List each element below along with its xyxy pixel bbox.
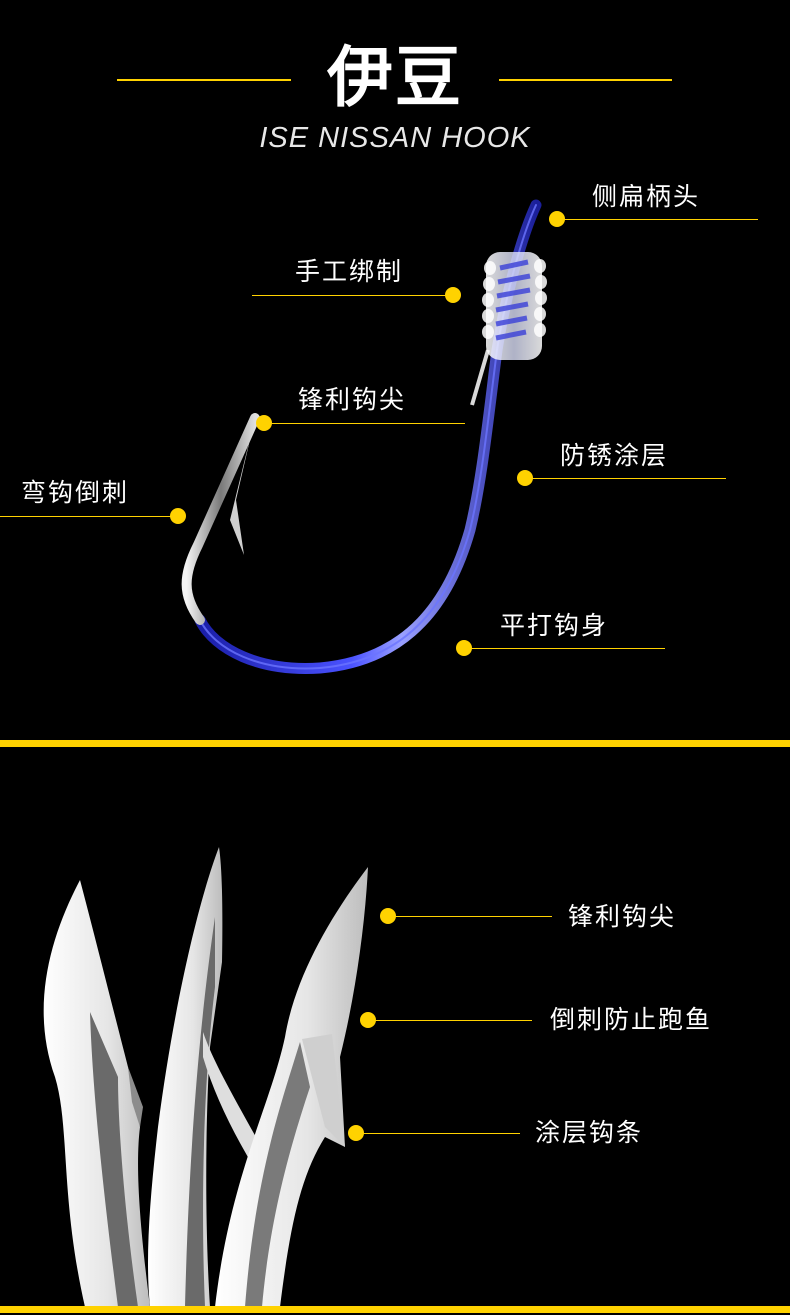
callout-line-flat-shank-head xyxy=(560,219,758,220)
callout-dot-anti-rust-coating xyxy=(517,470,533,486)
callout-dot-closeup-sharp-point xyxy=(380,908,396,924)
callout-label-sharp-point-top: 锋利钩尖 xyxy=(298,385,407,414)
callout-dot-forged-body xyxy=(456,640,472,656)
callout-label-barb-prevents-escape: 倒刺防止跑鱼 xyxy=(550,1005,713,1034)
section-divider xyxy=(0,740,790,747)
callout-dot-flat-shank-head xyxy=(549,211,565,227)
callout-line-closeup-sharp-point xyxy=(392,916,552,917)
callout-dot-coated-wire xyxy=(348,1125,364,1141)
callout-line-barb-prevents-escape xyxy=(372,1020,532,1021)
title-rule-left xyxy=(117,79,291,81)
blue-hook-illustration xyxy=(181,199,547,674)
page-subtitle: ISE NISSAN HOOK xyxy=(259,122,531,154)
callout-label-flat-shank-head: 侧扁柄头 xyxy=(592,182,701,211)
callout-label-closeup-sharp-point: 锋利钩尖 xyxy=(568,902,677,931)
callout-label-hand-tied: 手工绑制 xyxy=(295,257,404,286)
callout-line-anti-rust-coating xyxy=(528,478,726,479)
callout-label-barb: 弯钩倒刺 xyxy=(21,478,130,507)
hook-points-closeup-illustration xyxy=(43,847,368,1307)
callout-line-barb xyxy=(0,516,172,517)
callout-label-anti-rust-coating: 防锈涂层 xyxy=(560,441,669,470)
callout-label-coated-wire: 涂层钩条 xyxy=(535,1118,644,1147)
page-title: 伊豆 xyxy=(327,39,463,116)
callout-line-sharp-point-top xyxy=(268,423,465,424)
callout-line-coated-wire xyxy=(360,1133,520,1134)
callout-label-forged-body: 平打钩身 xyxy=(500,611,609,640)
callout-dot-barb xyxy=(170,508,186,524)
callout-dot-hand-tied xyxy=(445,287,461,303)
callout-dot-sharp-point-top xyxy=(256,415,272,431)
title-rule-right xyxy=(499,79,672,81)
callout-line-hand-tied xyxy=(252,295,448,296)
bottom-bar xyxy=(0,1306,790,1313)
callout-dot-barb-prevents-escape xyxy=(360,1012,376,1028)
callout-line-forged-body xyxy=(468,648,665,649)
